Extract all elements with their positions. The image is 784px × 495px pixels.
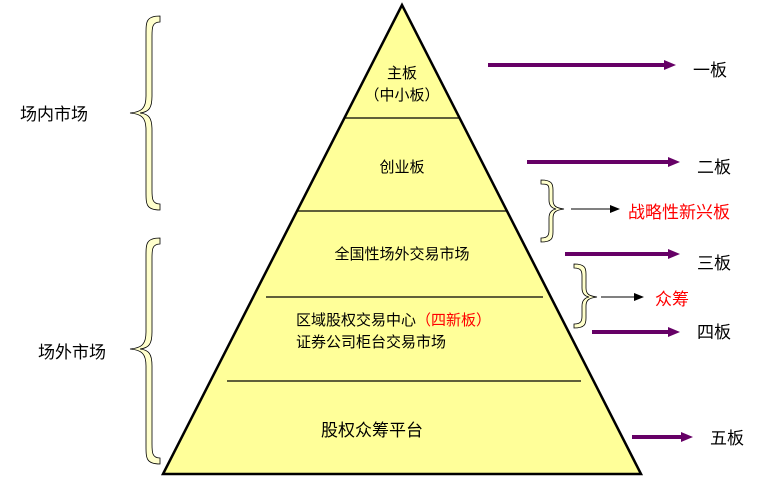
board-4-label: 四板 <box>697 323 731 343</box>
crowdfund-brace <box>573 263 598 329</box>
strategic-board-note: 战略性新兴板 <box>628 203 730 223</box>
tier-2-label: 创业板 <box>379 158 425 176</box>
tier-5-label: 股权众筹平台 <box>321 421 423 441</box>
market-pyramid <box>160 2 644 476</box>
tier-4-main-text: 区域股权交易中心 <box>296 311 417 329</box>
tier-4-nickname: （四新板） <box>416 311 492 329</box>
tier-4-label: 区域股权交易中心（四新板） <box>296 309 491 330</box>
inside-market-brace <box>129 15 161 211</box>
tier-1-label: 主板 <box>386 64 417 82</box>
board-5-label: 五板 <box>710 429 744 449</box>
board-2-label: 二板 <box>697 158 731 178</box>
board-1-label: 一板 <box>693 61 727 81</box>
crowdfund-note: 众筹 <box>655 290 689 310</box>
crowdfund-arrow <box>601 293 644 301</box>
tier-1-sublabel: （中小板） <box>364 86 440 104</box>
tier-3-label: 全国性场外交易市场 <box>334 245 470 263</box>
outside-market-label: 场外市场 <box>38 343 106 363</box>
tier-4-sublabel: 证券公司柜台交易市场 <box>296 333 447 351</box>
outside-market-brace <box>129 237 161 465</box>
strategic-board-brace <box>540 179 565 243</box>
inside-market-label: 场内市场 <box>20 105 88 125</box>
strategic-arrow <box>571 205 620 213</box>
board-3-label: 三板 <box>697 254 731 274</box>
